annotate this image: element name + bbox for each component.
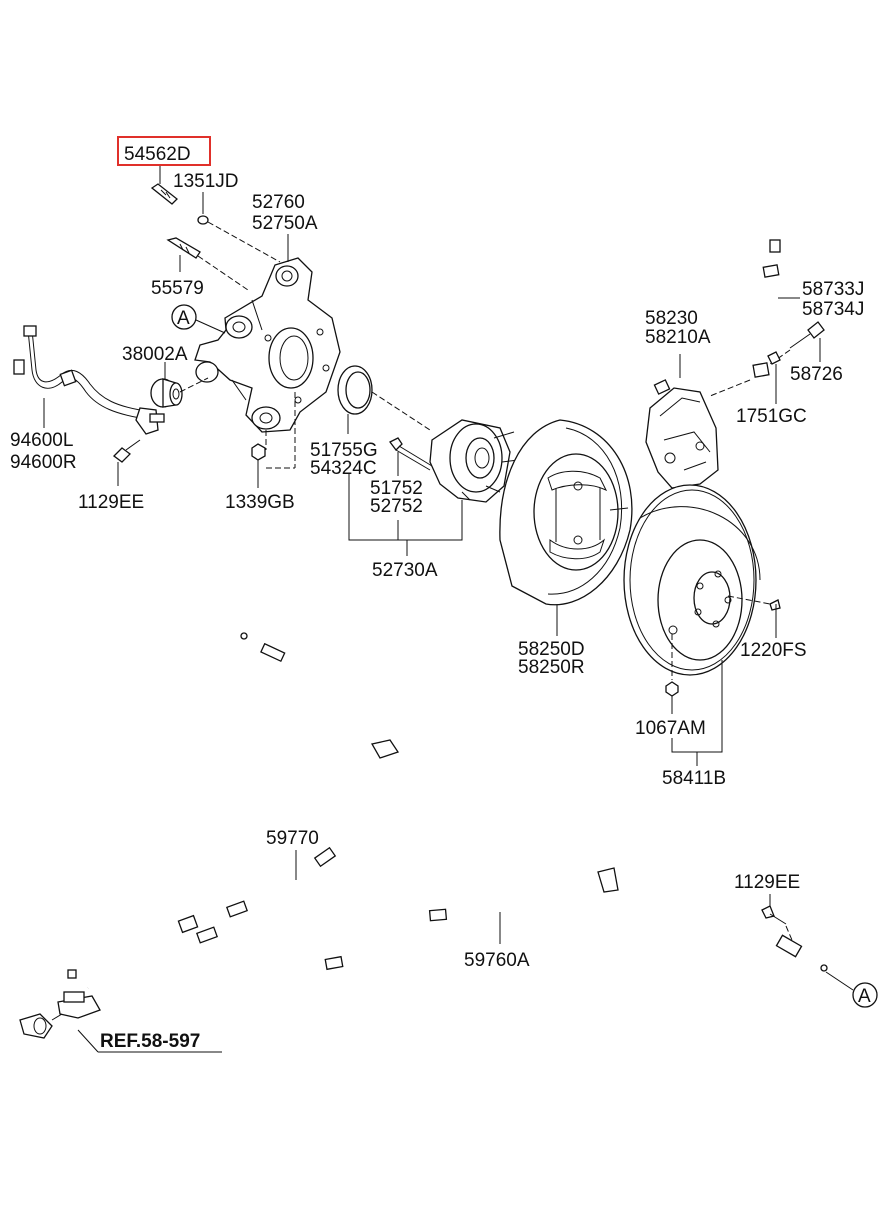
- label-1129EE-sensor[interactable]: 1129EE: [78, 492, 144, 513]
- label-38002A[interactable]: 38002A: [122, 344, 188, 365]
- bolt-54562D: [150, 183, 178, 205]
- equalizer-bracket: [19, 991, 101, 1039]
- label-51755G[interactable]: 51755G: [310, 440, 378, 461]
- label-58726[interactable]: 58726: [790, 364, 843, 385]
- label-58250D[interactable]: 58250D: [518, 639, 585, 660]
- label-94600L[interactable]: 94600L: [10, 430, 73, 451]
- backing-plate-58250D: [499, 419, 633, 606]
- label-52730A[interactable]: 52730A: [372, 560, 438, 581]
- hub-bearing-52730A: [429, 419, 519, 503]
- callout-circle-a-bottom: [852, 982, 878, 1008]
- label-ref-58-597[interactable]: REF.58-597: [100, 1031, 200, 1052]
- label-59760A[interactable]: 59760A: [464, 950, 530, 971]
- label-55579[interactable]: 55579: [151, 278, 204, 299]
- label-1067AM[interactable]: 1067AM: [635, 718, 706, 739]
- parking-cable-59770: [67, 632, 400, 979]
- label-1339GB[interactable]: 1339GB: [225, 492, 295, 513]
- label-58733J[interactable]: 58733J: [802, 279, 864, 300]
- wheel-speed-sensor-94600L: [13, 325, 165, 435]
- label-circle-a-top: A: [177, 308, 190, 329]
- seal-51755G: [337, 365, 373, 415]
- nut-1067AM: [665, 681, 679, 697]
- screw-1220FS: [769, 599, 781, 616]
- bolt-1129EE-cable: [761, 905, 787, 925]
- label-1751GC[interactable]: 1751GC: [736, 406, 807, 427]
- bolt-1129EE-sensor: [113, 439, 141, 463]
- knuckle-52760: [194, 257, 341, 433]
- label-52752[interactable]: 52752: [370, 496, 423, 517]
- nut-1339GB: [251, 443, 266, 461]
- callout-circle-a-top: [171, 304, 197, 330]
- label-52750A[interactable]: 52750A: [252, 213, 318, 234]
- label-58230[interactable]: 58230: [645, 308, 698, 329]
- label-59770[interactable]: 59770: [266, 828, 319, 849]
- bolt-55579: [166, 237, 201, 259]
- brake-disc-58411B: [623, 484, 761, 676]
- bolt-58726: [789, 321, 825, 349]
- label-54324C[interactable]: 54324C: [310, 458, 377, 479]
- label-1351JD[interactable]: 1351JD: [173, 171, 239, 192]
- caliper-58230: [645, 379, 719, 489]
- label-54562D[interactable]: 54562D: [124, 144, 191, 165]
- highlight-box-54562D[interactable]: [117, 136, 211, 166]
- brake-hose-58733J: [752, 239, 781, 378]
- label-58210A[interactable]: 58210A: [645, 327, 711, 348]
- label-circle-a-bottom: A: [858, 986, 871, 1007]
- washer-1351JD: [197, 215, 209, 225]
- bushing-38002A: [150, 378, 183, 408]
- label-1129EE-cable[interactable]: 1129EE: [734, 872, 800, 893]
- bolt-51752: [389, 437, 433, 471]
- label-94600R[interactable]: 94600R: [10, 452, 77, 473]
- label-58250R[interactable]: 58250R: [518, 657, 585, 678]
- parking-cable-59760A: [87, 867, 828, 990]
- label-52760[interactable]: 52760: [252, 192, 305, 213]
- label-51752[interactable]: 51752: [370, 478, 423, 499]
- label-58411B[interactable]: 58411B: [662, 768, 726, 789]
- clip-1751GC: [767, 351, 781, 365]
- label-1220FS[interactable]: 1220FS: [740, 640, 807, 661]
- label-58734J[interactable]: 58734J: [802, 299, 864, 320]
